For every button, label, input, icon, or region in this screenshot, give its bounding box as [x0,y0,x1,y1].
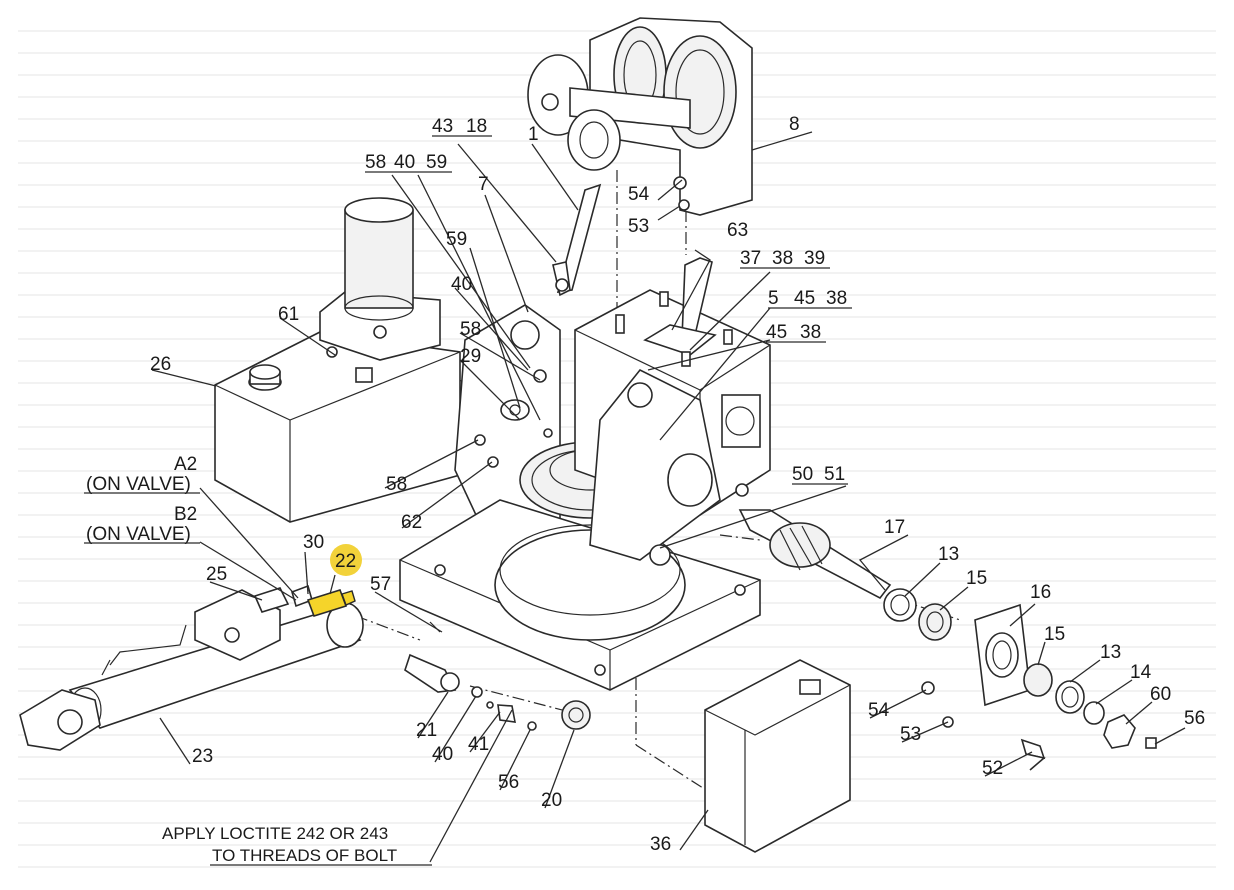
control-box-part-36 [704,659,851,853]
label-13-a: 13 [938,544,959,565]
label-38-a: 38 [772,248,793,269]
fitting-22-body[interactable] [306,589,348,617]
label-a2: A2 [174,454,197,475]
crank-handle-part-1 [552,183,602,297]
label-1: 1 [528,124,539,145]
label-56-bottom: 56 [498,772,519,793]
hydraulic-cylinder-part-23 [19,589,364,751]
label-45-a: 45 [794,288,815,309]
label-on-valve-a: (ON VALVE) [86,474,191,495]
label-58-c: 58 [386,474,407,495]
label-50: 50 [792,464,813,485]
label-52: 52 [982,758,1003,779]
label-7: 7 [478,174,489,195]
label-8: 8 [789,114,800,135]
label-13-b: 13 [1100,642,1121,663]
label-on-valve-b: (ON VALVE) [86,524,191,545]
label-40: 40 [394,152,415,173]
label-26: 26 [150,354,171,375]
fittings-25-30 [253,584,313,613]
label-58: 58 [365,152,386,173]
label-41: 41 [468,734,489,755]
label-39: 39 [804,248,825,269]
hub-part-29 [474,369,553,468]
label-22-highlight [330,544,362,576]
label-61: 61 [278,304,299,325]
label-53-top: 53 [628,216,649,237]
label-57: 57 [370,574,391,595]
label-20: 20 [541,790,562,811]
label-23: 23 [192,746,213,767]
base-plate [399,499,761,691]
label-17: 17 [884,517,905,538]
label-60: 60 [1150,684,1171,705]
label-22[interactable]: 22 [335,551,356,572]
note-line-2: TO THREADS OF BOLT [212,846,397,865]
note-line-1: APPLY LOCTITE 242 OR 243 [162,824,388,843]
label-53-bottom: 53 [900,724,921,745]
label-45-b: 45 [766,322,787,343]
label-b2: B2 [174,504,197,525]
pump-motor [319,197,441,361]
label-36: 36 [650,834,671,855]
label-40-b: 40 [451,274,472,295]
label-21: 21 [416,720,437,741]
label-54-bottom: 54 [868,700,890,721]
winch-assembly-part-8 [527,17,753,216]
gear-housing [574,289,771,566]
label-63: 63 [727,220,748,241]
part-labels: 1 43 18 8 58 40 59 7 54 53 63 37 38 39 5… [86,114,1205,855]
label-59: 59 [426,152,447,173]
label-54-top: 54 [628,184,650,205]
label-5: 5 [768,288,779,309]
label-38-c: 38 [800,322,821,343]
bearing-stack-right [883,588,1157,771]
label-16: 16 [1030,582,1051,603]
label-underlines [84,135,852,544]
worm-shaft-part-17 [738,509,892,600]
fitting-part-22-highlighted[interactable] [306,589,356,617]
label-40-c: 40 [432,744,453,765]
loctite-note: APPLY LOCTITE 242 OR 243 TO THREADS OF B… [162,824,432,866]
label-51: 51 [824,464,845,485]
label-25: 25 [206,564,227,585]
label-58-b: 58 [460,319,481,340]
bracket-part-63 [615,257,733,367]
label-62: 62 [401,512,422,533]
leader-lines [151,131,1186,863]
label-15-a: 15 [966,568,987,589]
label-43: 43 [432,116,453,137]
lower-hardware [404,621,591,731]
label-56-right: 56 [1184,708,1205,729]
label-14: 14 [1130,662,1152,683]
label-38-b: 38 [826,288,847,309]
label-30: 30 [303,532,324,553]
label-29: 29 [460,346,481,367]
label-18: 18 [466,116,487,137]
label-37: 37 [740,248,761,269]
label-59-b: 59 [446,229,467,250]
label-15-b: 15 [1044,624,1065,645]
